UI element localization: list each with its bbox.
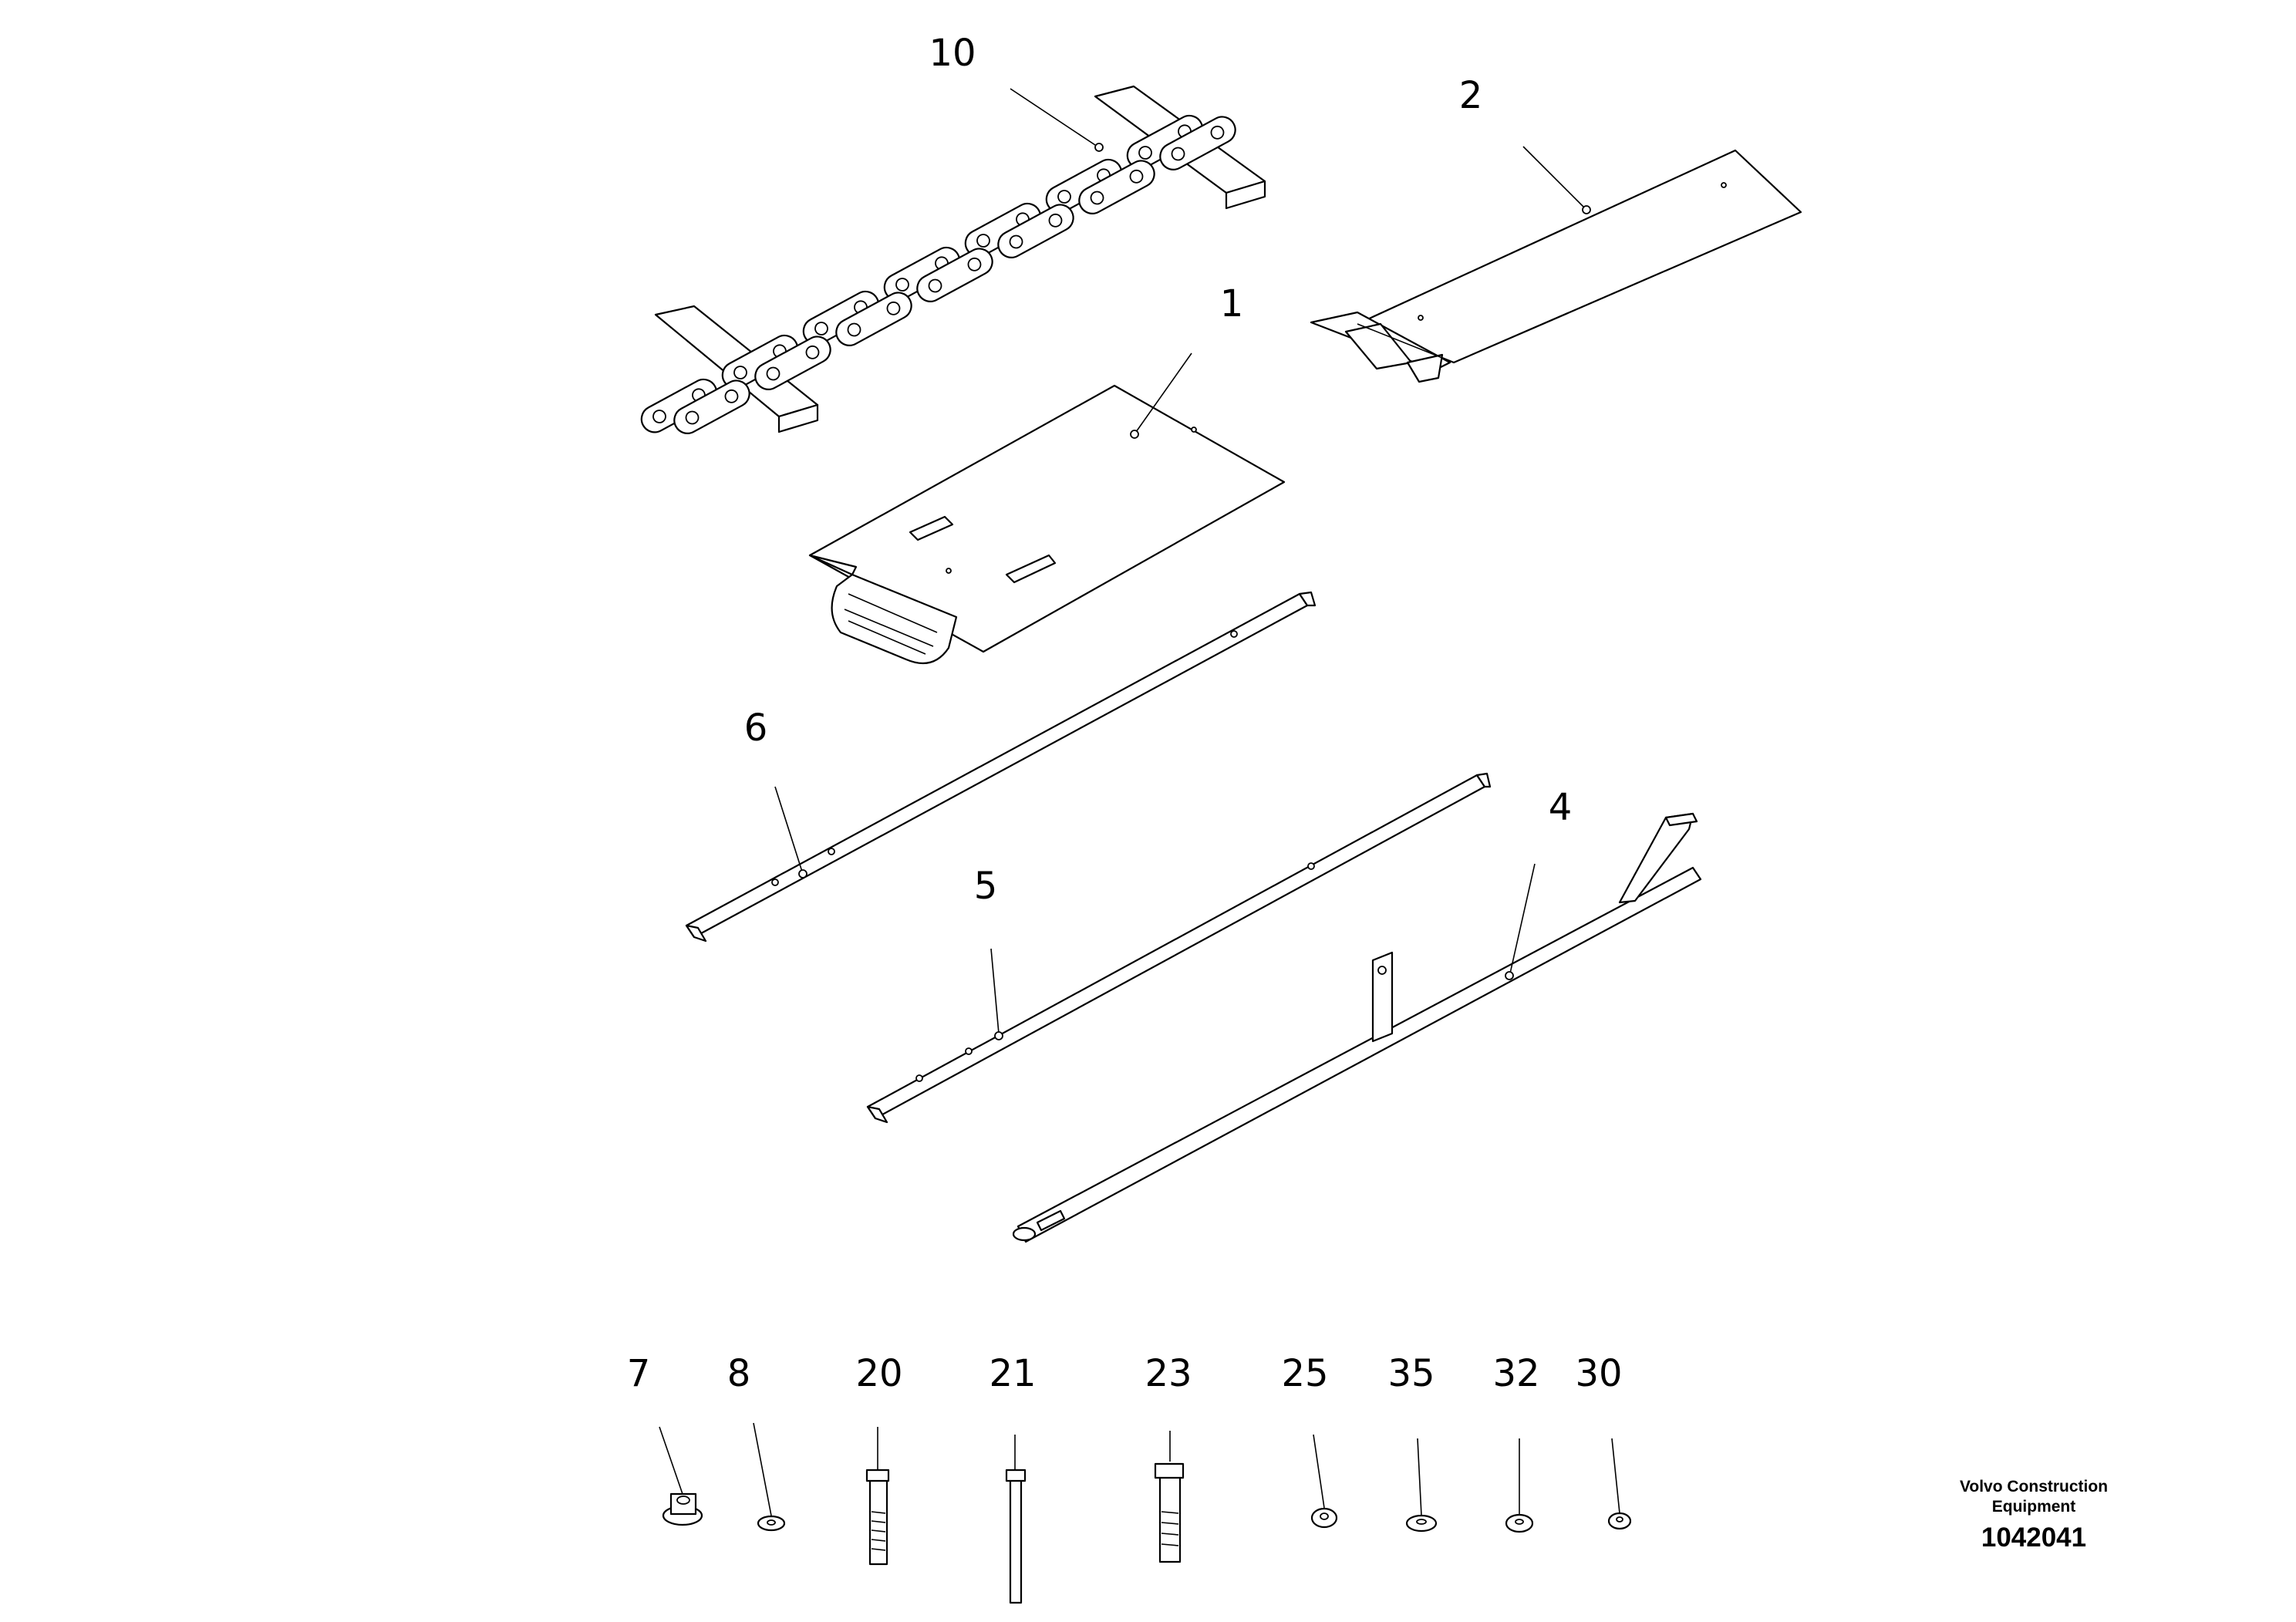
callout-2: 2: [1459, 74, 1483, 117]
part-5-bar: [866, 772, 1492, 1124]
callout-4: 4: [1549, 786, 1573, 829]
part-10-chain: [640, 85, 1266, 434]
callout-20: 20: [855, 1352, 902, 1395]
callout-8: 8: [727, 1352, 751, 1395]
callout-1: 1: [1220, 282, 1244, 325]
part-4-bar: [1012, 812, 1702, 1243]
drawing-number: 1042041: [1981, 1523, 2086, 1553]
part-1-plate: [808, 352, 1286, 665]
callout-10: 10: [929, 32, 976, 75]
callout-35: 35: [1387, 1352, 1435, 1395]
callout-32: 32: [1492, 1352, 1539, 1395]
callout-5: 5: [974, 865, 998, 908]
brand-line-2: Equipment: [1992, 1498, 2076, 1516]
callout-7: 7: [627, 1352, 651, 1395]
part-6-bar: [685, 591, 1317, 943]
callout-25: 25: [1281, 1352, 1328, 1395]
brand-line-1: Volvo Construction: [1960, 1478, 2108, 1496]
callout-23: 23: [1145, 1352, 1192, 1395]
part-2-plate: [1310, 146, 1802, 383]
callout-6: 6: [744, 706, 768, 750]
callout-30: 30: [1575, 1352, 1622, 1395]
hardware-parts: [659, 1422, 1632, 1604]
callout-21: 21: [989, 1352, 1036, 1395]
